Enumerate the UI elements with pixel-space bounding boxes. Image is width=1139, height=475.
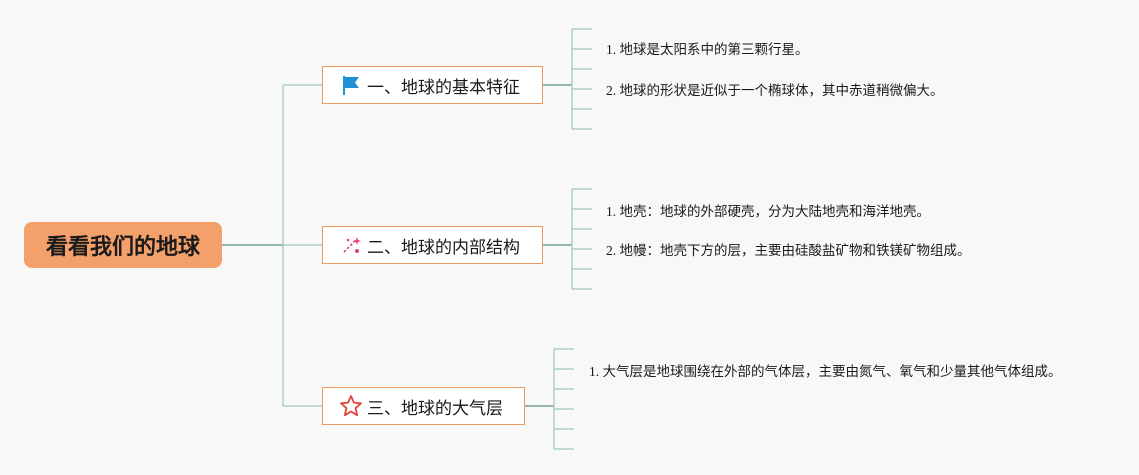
root-topic[interactable]: 看看我们的地球 [24,222,222,268]
branch-atmosphere[interactable]: 三、地球的大气层 [322,387,525,425]
branch-basic-features[interactable]: 一、地球的基本特征 [322,66,543,104]
branch-internal-structure[interactable]: 二、地球的内部结构 [322,226,543,264]
leaf-text[interactable]: 1. 大气层是地球围绕在外部的气体层，主要由氮气、氧气和少量其他气体组成。 [589,364,1062,379]
leaf-text[interactable]: 1. 地球是太阳系中的第三颗行星。 [606,42,809,57]
star-outline-icon [339,394,363,418]
branch-label: 一、地球的基本特征 [367,77,520,98]
sparkle-icon [339,233,363,257]
root-topic-label: 看看我们的地球 [45,235,200,260]
leaf-text[interactable]: 2. 地幔：地壳下方的层，主要由硅酸盐矿物和铁镁矿物组成。 [606,243,971,258]
blue-flag-icon [339,73,363,97]
branch-label: 三、地球的大气层 [367,398,503,419]
leaf-text[interactable]: 2. 地球的形状是近似于一个椭球体，其中赤道稍微偏大。 [606,83,944,98]
branch-label: 二、地球的内部结构 [367,237,520,258]
leaf-text[interactable]: 1. 地壳：地球的外部硬壳，分为大陆地壳和海洋地壳。 [606,204,930,219]
